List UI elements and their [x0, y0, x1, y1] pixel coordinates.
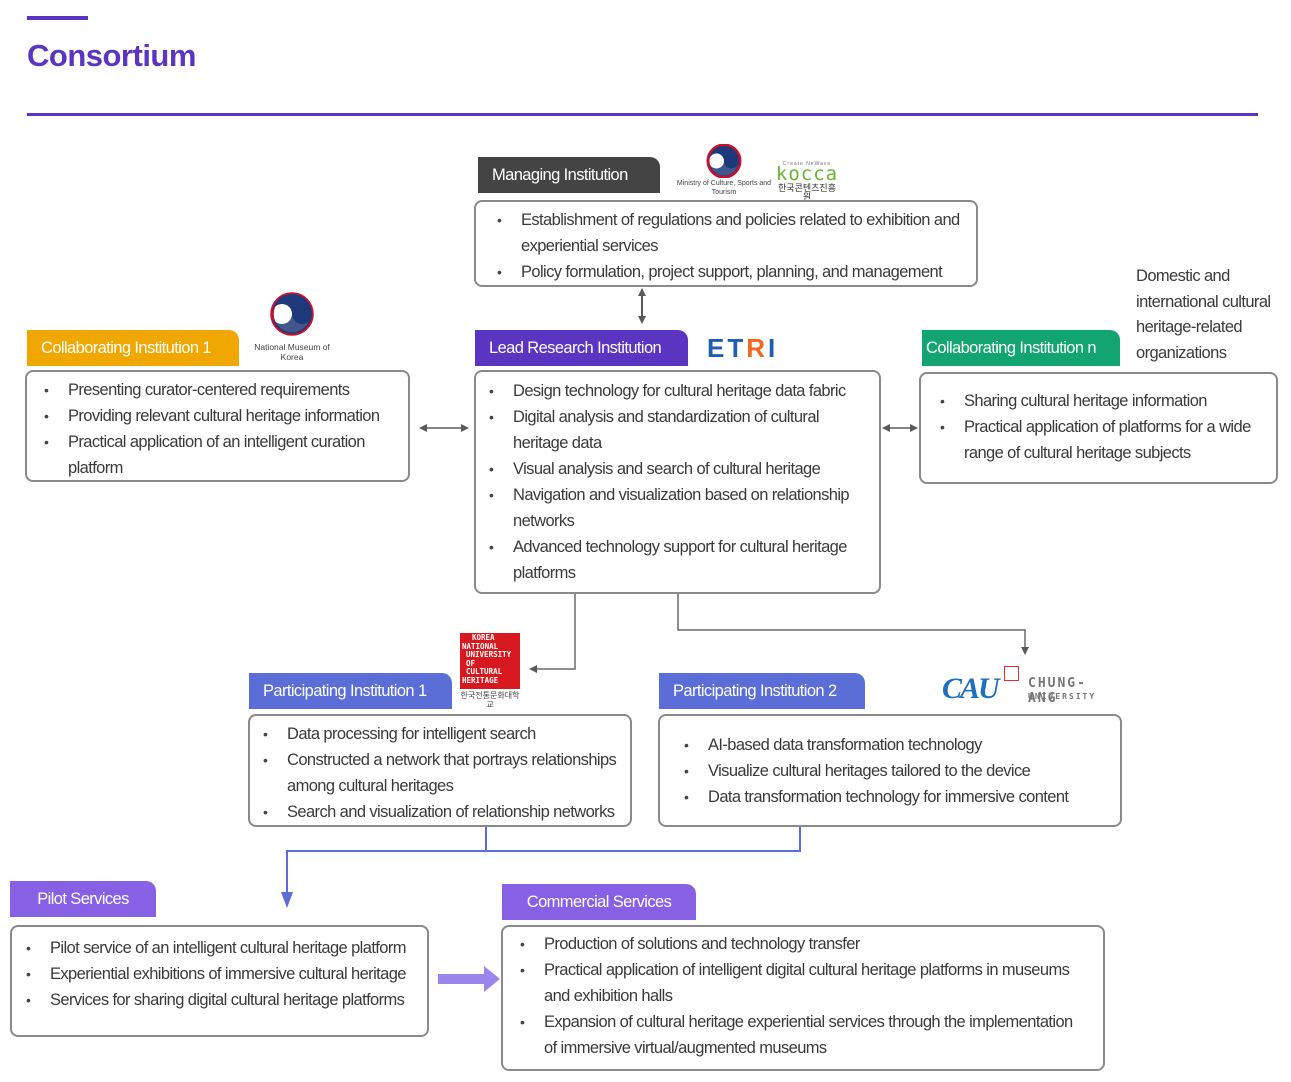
page-title: Consortium	[27, 38, 196, 73]
list-item: AI-based data transformation technology	[684, 732, 1110, 758]
collaborating-institution-n-note: Domestic and international cultural heri…	[1136, 267, 1271, 362]
list-item: Visual analysis and search of cultural h…	[489, 456, 865, 482]
kocca-logo: Create NeWave kocca 한국콘텐츠진흥원	[775, 161, 839, 202]
managing-institution-tag: Managing Institution	[478, 157, 660, 193]
knuch-logo: KOREA NATIONAL UNIVERSITY OF CULTURAL HE…	[460, 633, 520, 689]
list-item: Presenting curator-centered requirements	[44, 377, 398, 403]
list-item: Pilot service of an intelligent cultural…	[26, 935, 419, 961]
list-item: Constructed a network that portrays rela…	[263, 747, 622, 799]
list-item: Search and visualization of relationship…	[263, 799, 622, 825]
cau-logo: CAU CHUNG-ANG UNIVERSITY	[942, 664, 1112, 714]
list-item: Establishment of regulations and policie…	[497, 207, 966, 259]
title-divider	[27, 113, 1258, 116]
pilot-services-box: Pilot service of an intelligent cultural…	[10, 925, 429, 1037]
lead-to-part2-arrow	[677, 594, 1029, 655]
pilot-services-tag: Pilot Services	[10, 881, 156, 917]
collaborating-institution-1-tag: Collaborating Institution 1	[27, 330, 239, 366]
ministry-logo-text: Ministry of Culture, Sports and Tourism	[676, 180, 772, 196]
list-item: Expansion of cultural heritage experient…	[520, 1009, 1089, 1061]
list-item: Experiential exhibitions of immersive cu…	[26, 961, 419, 987]
list-item: Advanced technology support for cultural…	[489, 534, 865, 586]
list-item: Services for sharing digital cultural he…	[26, 987, 419, 1013]
list-item: Practical application of an intelligent …	[44, 429, 398, 481]
list-item: Design technology for cultural heritage …	[489, 378, 865, 404]
etri-logo: ETRI	[707, 333, 779, 363]
title-accent-bar	[27, 16, 88, 20]
taegeuk-icon	[706, 143, 742, 179]
taegeuk-icon	[270, 292, 314, 336]
list-item: Navigation and visualization based on re…	[489, 482, 865, 534]
participating-merge-line-2	[281, 826, 801, 908]
lead-to-part1-arrow	[529, 594, 576, 673]
commercial-services-tag: Commercial Services	[502, 884, 696, 920]
ministry-logo: Ministry of Culture, Sports and Tourism	[676, 143, 772, 196]
pilot-to-commercial-arrow	[438, 966, 500, 992]
list-item: Digital analysis and standardization of …	[489, 404, 865, 456]
kocca-wordmark: kocca	[775, 163, 839, 185]
participating-institution-1-tag: Participating Institution 1	[249, 673, 452, 709]
knuch-logo-korean: 한국전통문화대학교	[460, 691, 520, 709]
list-item: Data transformation technology for immer…	[684, 784, 1110, 810]
managing-institution-box: Establishment of regulations and policie…	[474, 200, 978, 287]
participating-institution-1-box: Data processing for intelligent search C…	[248, 714, 632, 827]
list-item: Visualize cultural heritages tailored to…	[684, 758, 1110, 784]
collaborating-institution-1-box: Presenting curator-centered requirements…	[25, 370, 410, 482]
participating-institution-2-tag: Participating Institution 2	[659, 673, 865, 709]
list-item: Policy formulation, project support, pla…	[497, 259, 966, 285]
list-item: Production of solutions and technology t…	[520, 931, 1089, 957]
commercial-services-box: Production of solutions and technology t…	[501, 925, 1105, 1071]
lead-research-institution-tag: Lead Research Institution	[475, 330, 688, 366]
national-museum-logo: National Museum of Korea	[250, 292, 334, 364]
list-item: Sharing cultural heritage information	[940, 388, 1264, 414]
lead-research-institution-box: Design technology for cultural heritage …	[474, 370, 881, 594]
list-item: Providing relevant cultural heritage inf…	[44, 403, 398, 429]
collaborating-institution-n-box: Sharing cultural heritage information Pr…	[919, 372, 1278, 484]
collaborating-institution-n-tag: Collaborating Institution n	[922, 330, 1120, 366]
list-item: Practical application of intelligent dig…	[520, 957, 1089, 1009]
list-item: Data processing for intelligent search	[263, 721, 622, 747]
list-item: Practical application of platforms for a…	[940, 414, 1264, 466]
cau-red-square	[1004, 666, 1019, 681]
cau-mark: CAU	[942, 672, 1000, 705]
participating-institution-2-box: AI-based data transformation technology …	[658, 714, 1122, 827]
